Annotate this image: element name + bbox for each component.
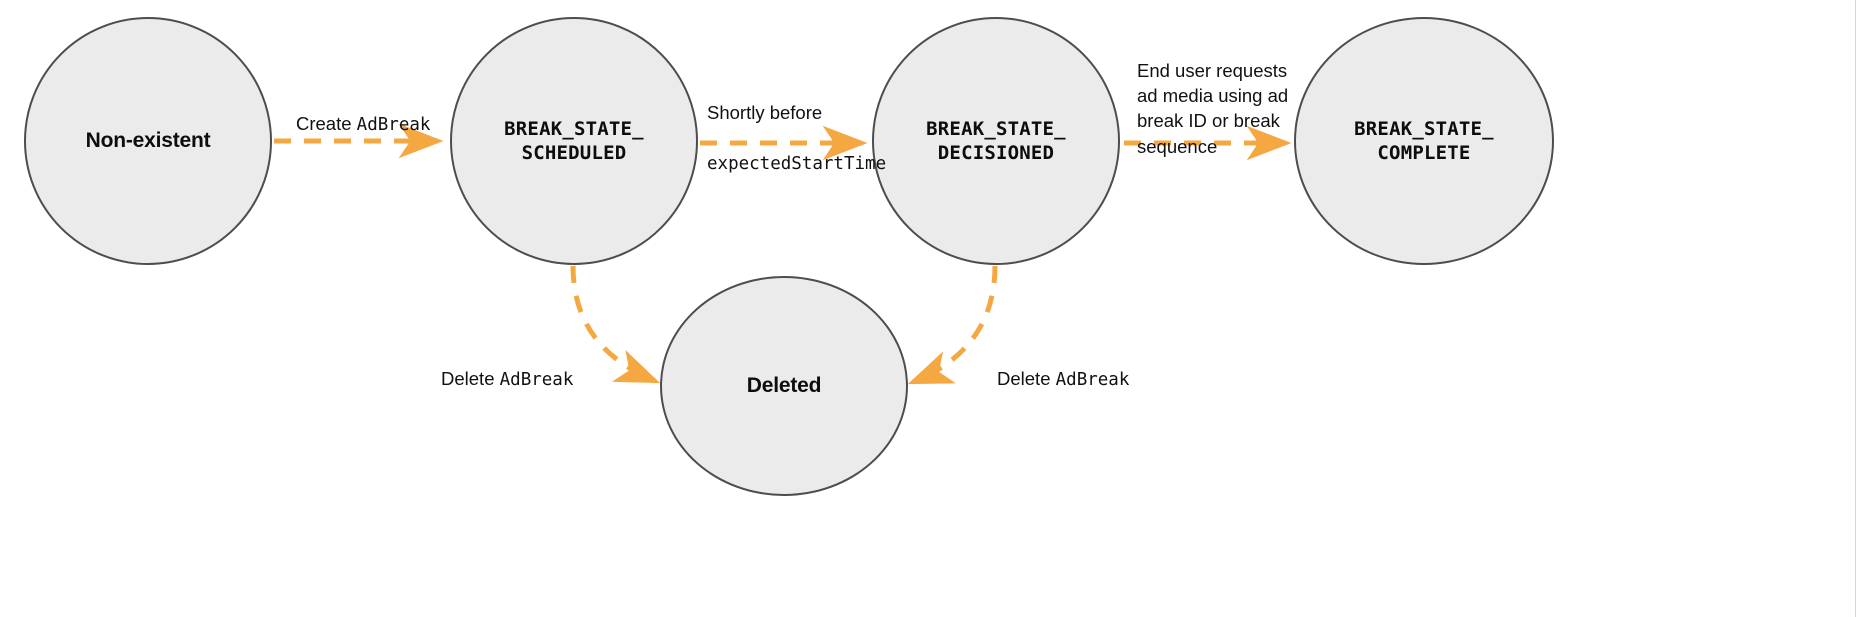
- node-label: Deleted: [746, 373, 822, 397]
- edge-label-line-1: Shortly before: [707, 102, 823, 124]
- edge-label-text-mono: AdBreak: [356, 115, 431, 136]
- node-label: BREAK_STATE_ DECISIONED: [926, 117, 1066, 164]
- edge-label-text-sans: Create: [296, 113, 357, 135]
- edge-delete-from-decisioned: [907, 265, 998, 385]
- node-label: BREAK_STATE_ SCHEDULED: [504, 117, 644, 164]
- edge-label-shortly-before: Shortly before expectedStartTime: [707, 75, 886, 177]
- node-break-state-scheduled[interactable]: BREAK_STATE_ SCHEDULED: [450, 17, 698, 265]
- node-deleted[interactable]: Deleted: [660, 276, 908, 496]
- canvas-right-border: [1855, 0, 1856, 617]
- edge-label-text-sans: Delete: [441, 368, 500, 390]
- edge-label-delete-from-scheduled: Delete AdBreak: [441, 341, 573, 393]
- edge-label-text-mono: AdBreak: [499, 370, 574, 391]
- node-break-state-decisioned[interactable]: BREAK_STATE_ DECISIONED: [872, 17, 1120, 265]
- edge-label-text-mono: AdBreak: [1055, 370, 1130, 391]
- edge-label-delete-from-decisioned: Delete AdBreak: [997, 341, 1129, 393]
- node-non-existent[interactable]: Non-existent: [24, 17, 272, 265]
- edge-label-text: End user requests ad media using ad brea…: [1137, 60, 1289, 157]
- node-break-state-complete[interactable]: BREAK_STATE_ COMPLETE: [1294, 17, 1554, 265]
- node-label: BREAK_STATE_ COMPLETE: [1354, 117, 1494, 164]
- edge-label-create-adbreak: Create AdBreak: [296, 86, 430, 138]
- node-label: Non-existent: [85, 128, 211, 152]
- edge-label-text-sans: Delete: [997, 368, 1056, 390]
- edge-label-line-2: expectedStartTime: [707, 154, 887, 175]
- edge-label-end-user-requests: End user requests ad media using ad brea…: [1137, 33, 1288, 159]
- edge-delete-from-scheduled: [570, 265, 661, 384]
